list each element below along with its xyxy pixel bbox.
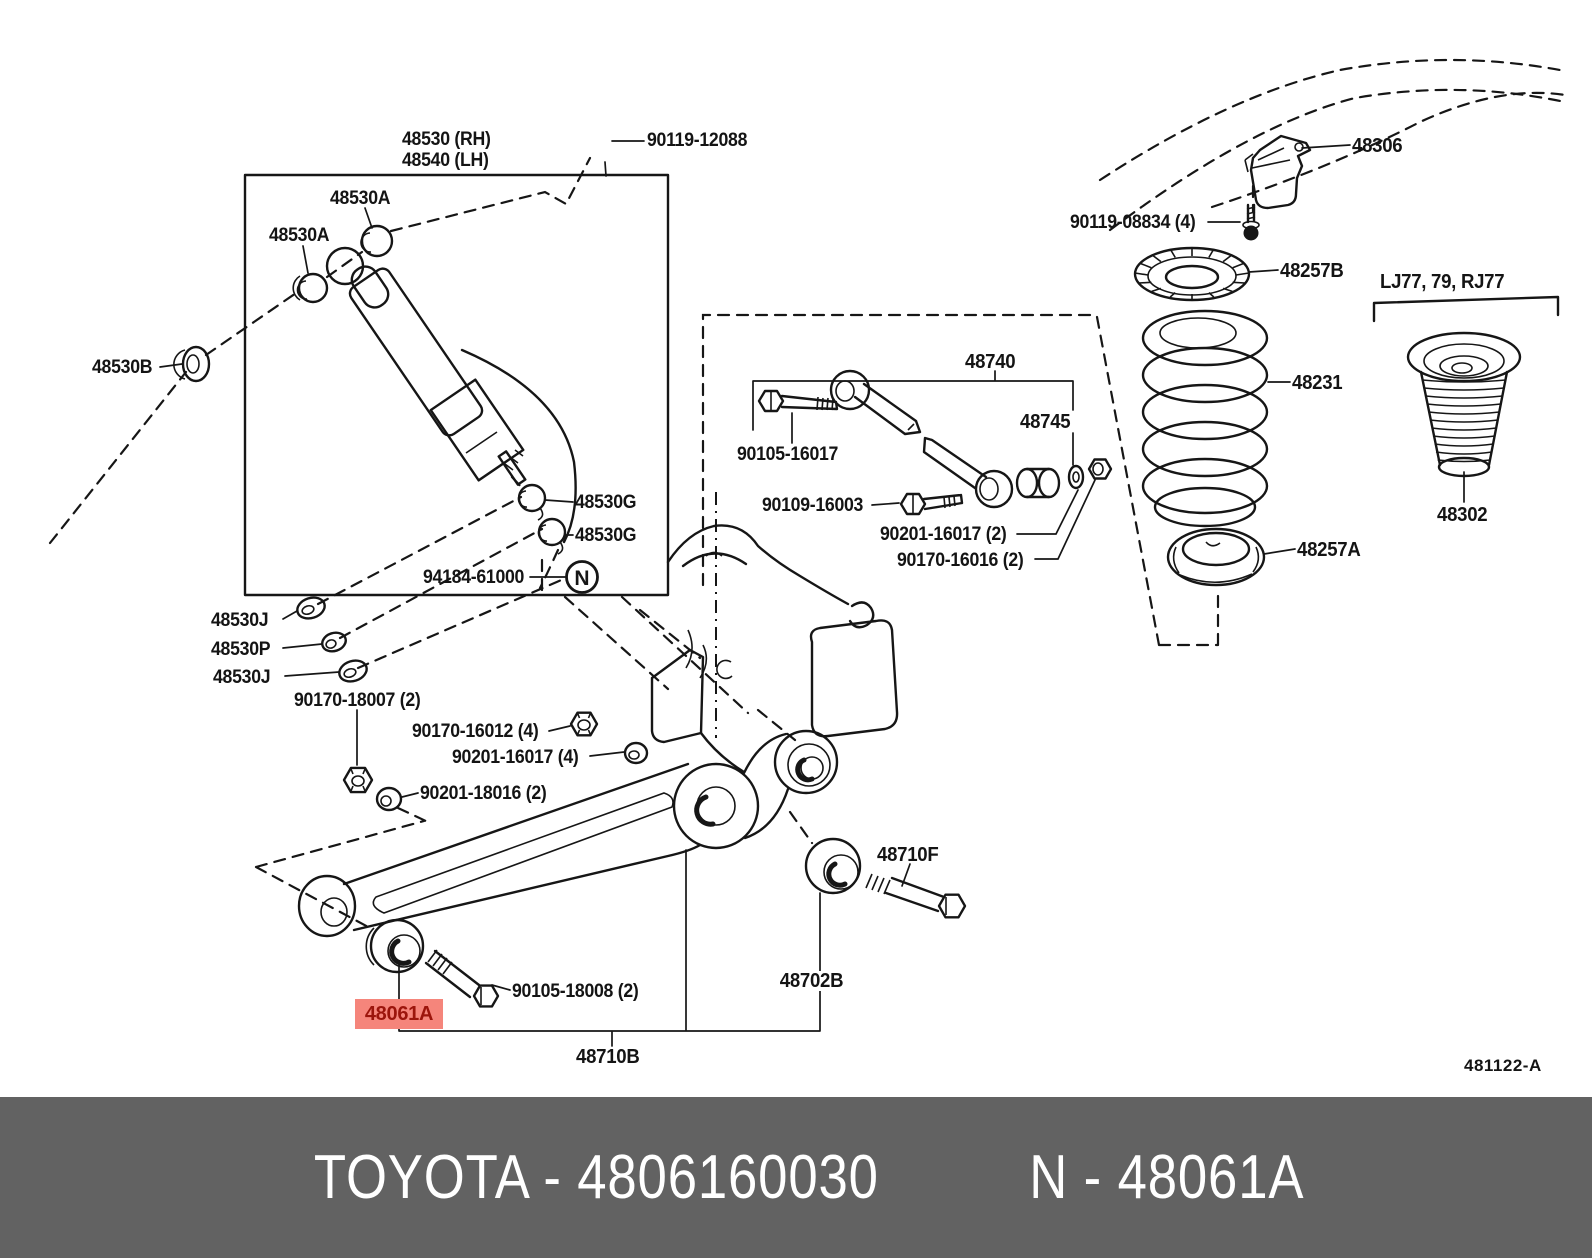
axle-housing [563, 492, 899, 845]
footer-plate: TOYOTA - 4806160030 N - 48061A [0, 1097, 1592, 1258]
spring-insulator-48257a [1166, 527, 1266, 587]
part-label-90109-16003: 90109-16003 [762, 495, 864, 516]
part-label-48257a: 48257A [1297, 539, 1361, 561]
washer-90201-16017-2 [1067, 464, 1085, 490]
bolt-90109-16003 [899, 492, 964, 516]
coil-spring-48231 [1141, 309, 1269, 528]
bump-stop-48306 [1244, 134, 1312, 214]
trailing-arm-group [297, 729, 967, 1047]
part-label-48302: 48302 [1437, 504, 1488, 526]
arm-rear-eye [672, 762, 760, 850]
bushing-48530g-2 [537, 517, 567, 555]
frame-rails-dashed [1098, 58, 1567, 232]
part-label-48530b: 48530B [92, 357, 153, 378]
part-label-90170-16016: 90170-16016 (2) [897, 550, 1024, 571]
note-marker-circle: N [565, 560, 599, 594]
part-label-48710b: 48710B [576, 1046, 640, 1068]
part-label-48740: 48740 [965, 351, 1016, 373]
variant-note-label: LJ77, 79, RJ77 [1380, 271, 1505, 293]
part-label-48530-rh: 48530 (RH) [402, 129, 491, 150]
washer-48530j-1 [296, 596, 326, 620]
bushing-48530g-1 [517, 483, 547, 521]
highlighted-part-label-48061a: 48061A [355, 999, 443, 1029]
shock-absorber-group: N [48, 156, 670, 931]
part-label-48530a-2: 48530A [269, 225, 330, 246]
nut-90170-16012 [569, 711, 599, 737]
detail-box [243, 173, 670, 597]
nut-90170-18007 [342, 766, 374, 794]
part-label-48530g-1: 48530G [575, 492, 637, 513]
part-label-48257b: 48257B [1280, 260, 1344, 282]
part-label-48540-lh: 48540 (LH) [402, 150, 489, 171]
rod-half-rear [922, 436, 1014, 509]
variant-bracket [1372, 295, 1560, 323]
washer-90201-18016 [375, 786, 403, 812]
arm-front-eye [297, 874, 357, 938]
spring-seat-48257b [1133, 246, 1251, 302]
bolt-90105-18008 [424, 949, 500, 1008]
part-label-48530g-2: 48530G [575, 525, 637, 546]
part-label-90201-18016: 90201-18016 (2) [420, 783, 547, 804]
axle-access-panel [809, 619, 899, 738]
bushing-48745 [1015, 467, 1061, 499]
part-label-90105-18008: 90105-18008 (2) [512, 981, 639, 1002]
part-label-90170-16012: 90170-16012 (4) [412, 721, 539, 742]
screw-90119-08834 [1242, 203, 1260, 241]
bushing-48061a [365, 918, 425, 974]
sheet-ref-code: 481122-A [1464, 1056, 1542, 1075]
shock-eye [325, 246, 365, 286]
part-label-90201-16017-2: 90201-16017 (2) [880, 524, 1007, 545]
part-label-48231: 48231 [1292, 372, 1343, 394]
bushing-48702b [804, 837, 862, 895]
leader-lines [159, 140, 1465, 991]
part-label-90201-16017-4: 90201-16017 (4) [452, 747, 579, 768]
part-label-48530p: 48530P [211, 639, 271, 660]
bushing-48530a-lower [292, 272, 329, 304]
pivot-bushing [773, 729, 839, 795]
part-label-48306: 48306 [1352, 135, 1403, 157]
nut-90170-16016 [1087, 458, 1113, 480]
washer-48530p [321, 631, 347, 653]
part-label-48702b: 48702B [777, 971, 847, 991]
bushing-48530a-upper [360, 224, 394, 258]
bolt-90105-16017 [757, 389, 839, 413]
part-label-48710f: 48710F [877, 844, 939, 866]
part-label-90105-16017: 90105-16017 [737, 444, 839, 465]
part-label-90119-12088: 90119-12088 [647, 130, 748, 151]
part-label-48530j-2: 48530J [213, 667, 271, 688]
part-label-48745: 48745 [1020, 411, 1071, 433]
note-marker-n: N [574, 567, 589, 590]
footer-catalog-ref: N - 48061A [1028, 1143, 1304, 1212]
part-label-48530a-1: 48530A [330, 188, 391, 209]
lateral-rod-group [701, 313, 1220, 647]
part-label-48530j-1: 48530J [211, 610, 269, 631]
bolt-48710f [865, 873, 967, 919]
part-label-90170-18007: 90170-18007 (2) [294, 690, 421, 711]
footer-part-number: TOYOTA - 4806160030 [313, 1143, 879, 1212]
boot-48302 [1406, 331, 1522, 478]
diagram-linework: N [48, 58, 1567, 1047]
part-label-90119-08834: 90119-08834 (4) [1070, 212, 1196, 233]
part-label-94184-61000: 94184-61000 [423, 567, 525, 588]
washer-90201-16017-4 [623, 741, 649, 765]
shock-absorber-body [348, 265, 527, 486]
washer-48530j-2 [338, 659, 368, 683]
